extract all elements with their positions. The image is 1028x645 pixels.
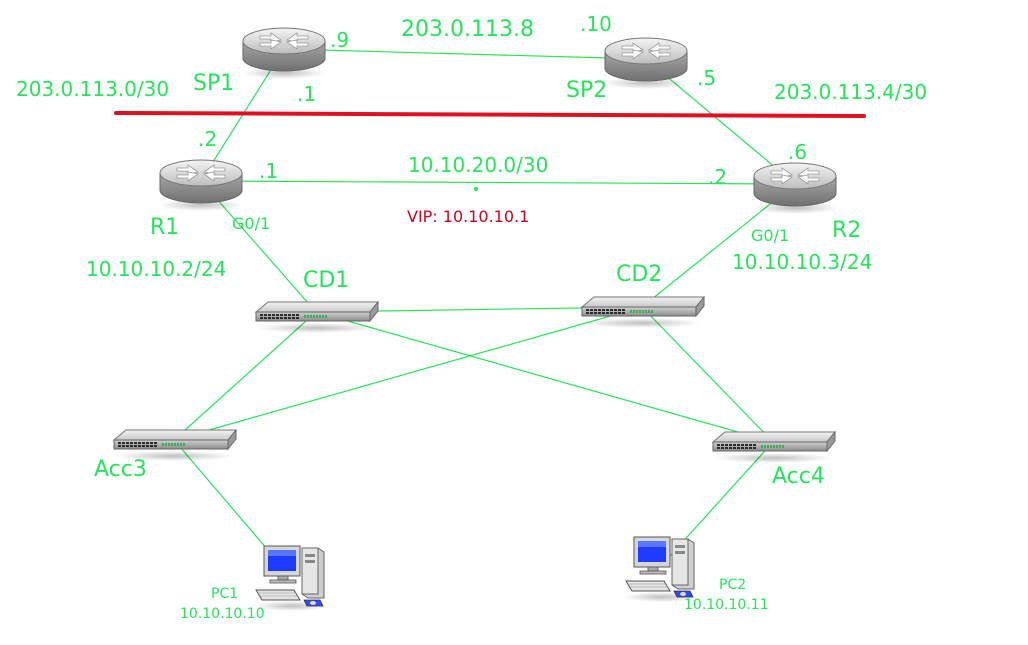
hostid-r1-to-sp1: .2 — [198, 127, 218, 151]
pc2-label: PC2 — [719, 577, 747, 593]
r2-ip-label: 10.10.10.3/24 — [732, 250, 873, 274]
provider-boundary-line — [114, 111, 866, 118]
link-cd2-acc4 — [641, 306, 774, 443]
r2-router-icon — [752, 162, 838, 215]
sp1-label: SP1 — [193, 71, 235, 96]
pc1-pc-icon — [253, 545, 331, 612]
sp1-router-icon — [241, 27, 327, 80]
subnet-r1-r2-label: 10.10.20.0/30 — [408, 153, 549, 177]
hostid-sp2-to-r2: .5 — [697, 66, 717, 90]
link-cd1-acc3 — [173, 311, 317, 441]
hostid-sp1-to-r1: .1 — [297, 82, 317, 106]
r2-label: R2 — [832, 218, 862, 243]
link-r1-r2 — [200, 180, 796, 185]
cd2-switch-icon — [581, 296, 705, 329]
pc1-ip-label: 10.10.10.10 — [180, 606, 265, 622]
pc1-label: PC1 — [211, 586, 239, 602]
sp2-label: SP2 — [566, 78, 608, 103]
hostid-sp2-to-sp1: .10 — [580, 12, 612, 36]
cd2-label: CD2 — [616, 262, 663, 287]
r2-interface-label: G0/1 — [751, 226, 790, 245]
link-cd1-acc4 — [315, 311, 774, 443]
link-sp1-sp2 — [283, 48, 647, 60]
r1-interface-label: G0/1 — [232, 214, 271, 233]
subnet-sp1-sp2-label: 203.0.113.8 — [401, 17, 534, 42]
acc4-switch-icon — [712, 431, 836, 464]
hostid-sp1-to-sp2: .9 — [330, 28, 350, 52]
r1-ip-label: 10.10.10.2/24 — [86, 257, 227, 281]
link-cd2-acc3 — [173, 306, 643, 441]
subnet-sp2-r2-label: 203.0.113.4/30 — [774, 80, 928, 104]
cd1-label: CD1 — [303, 268, 350, 293]
hostid-r2-to-sp2: .6 — [788, 140, 808, 164]
acc4-label: Acc4 — [772, 464, 825, 489]
hostid-r1-to-r2: .1 — [259, 159, 279, 183]
vip-label: VIP: 10.10.10.1 — [407, 207, 530, 226]
pc2-pc-icon — [623, 536, 701, 603]
sp2-router-icon — [603, 37, 689, 90]
cd1-switch-icon — [255, 301, 379, 334]
subnet-sp1-r1-label: 203.0.113.0/30 — [16, 77, 170, 101]
hostid-r2-to-r1: .2 — [708, 165, 728, 189]
r1-label: R1 — [150, 215, 180, 240]
r1-router-icon — [158, 159, 244, 212]
provider-boundary-layer — [114, 111, 866, 118]
acc3-label: Acc3 — [94, 457, 147, 482]
link-r1-r2-midpoint — [474, 187, 478, 191]
pc2-ip-label: 10.10.10.11 — [684, 597, 769, 613]
